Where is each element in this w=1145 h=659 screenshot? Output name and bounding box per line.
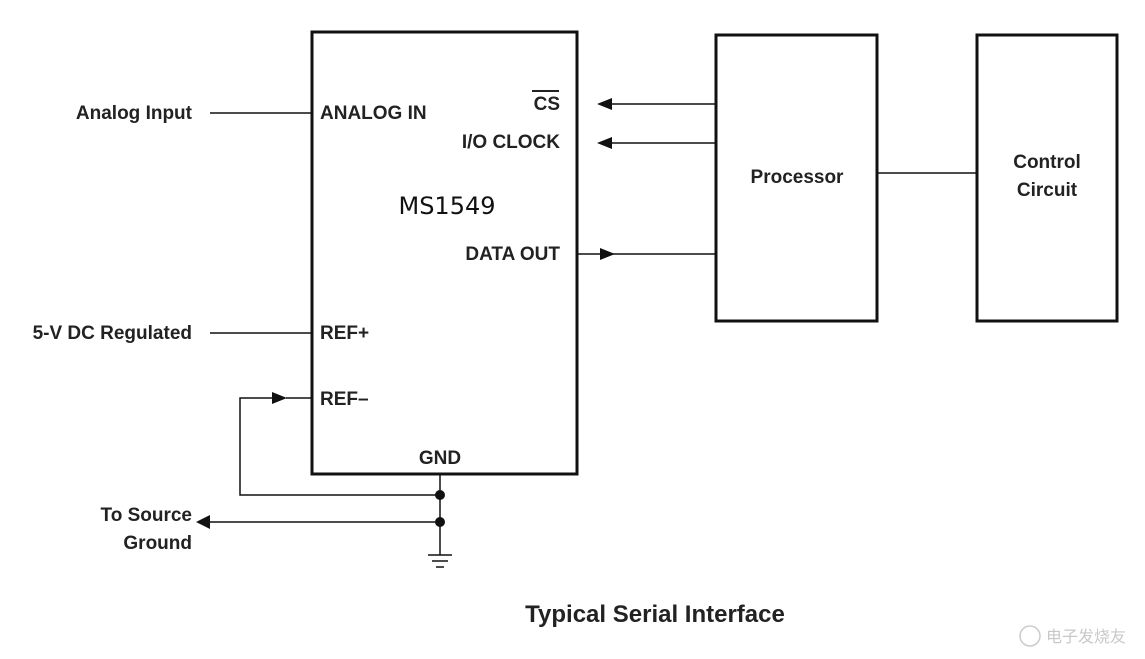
cs-arrowhead (597, 98, 612, 110)
pin-ref-minus: REF– (320, 389, 369, 410)
control-circuit-label-line2: Circuit (1017, 180, 1078, 201)
analog-input-label: Analog Input (76, 103, 193, 124)
pin-cs: CS (534, 94, 560, 115)
ground-symbol (428, 554, 452, 568)
control-circuit-label-line1: Control (1013, 152, 1081, 173)
chip-box (310, 30, 579, 476)
source-ground-arrowhead (196, 515, 210, 529)
pin-ref-plus: REF+ (320, 323, 369, 344)
watermark-text: 电子发烧友 (1046, 627, 1126, 646)
diagram-caption: Typical Serial Interface (525, 601, 785, 628)
processor-box (714, 33, 879, 323)
junction-dot-upper (435, 490, 445, 500)
to-source-ground-label-line2: Ground (123, 533, 192, 554)
pin-data-out: DATA OUT (465, 244, 560, 265)
processor-label: Processor (751, 167, 845, 188)
io-clock-arrowhead (597, 137, 612, 149)
to-source-ground-label-line1: To Source (101, 505, 193, 526)
pin-io-clock: I/O CLOCK (462, 132, 560, 153)
chip-name: MS1549 (398, 192, 495, 220)
ref-minus-arrowhead (272, 392, 287, 404)
pin-analog-in: ANALOG IN (320, 103, 427, 124)
pin-gnd: GND (419, 448, 461, 469)
ref-minus-wire (239, 397, 440, 496)
control-circuit-box (975, 33, 1119, 323)
watermark: 电子发烧友 (1019, 625, 1126, 647)
data-out-arrowhead (600, 248, 615, 260)
dc-regulated-label: 5-V DC Regulated (33, 323, 192, 344)
